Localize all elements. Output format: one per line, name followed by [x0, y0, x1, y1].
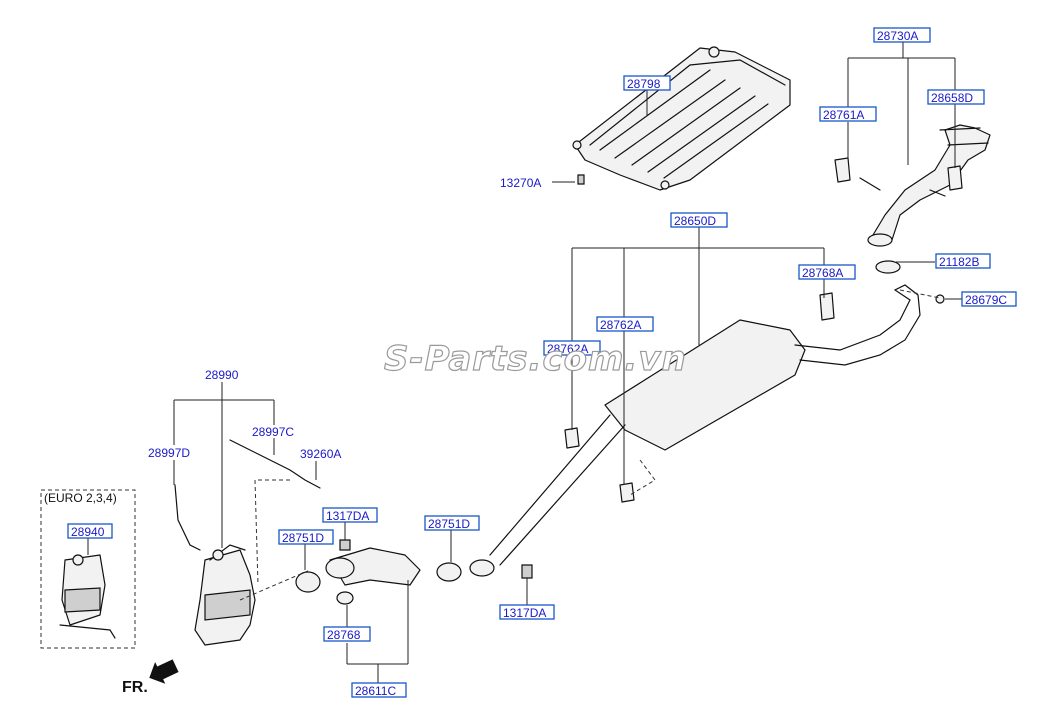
catalytic-converter-part [174, 439, 321, 646]
label-28768: 28768 [327, 628, 361, 642]
label-28730A: 28730A [877, 29, 918, 43]
label-39260A: 39260A [300, 447, 341, 461]
part-labels: 28730A 28798 28761A 28658D 13270A 28650D… [44, 27, 1017, 698]
label-21182B: 21182B [939, 255, 979, 269]
front-label: FR. [122, 679, 148, 696]
front-arrow-icon [149, 659, 179, 684]
label-28751D-left: 28751D [282, 531, 324, 545]
main-muffler-part [469, 284, 945, 577]
front-pipe-part [295, 539, 533, 605]
leader-lines [87, 42, 962, 683]
tail-pipe-part [834, 124, 991, 247]
label-28751D-right: 28751D [428, 517, 470, 531]
label-28997D: 28997D [148, 446, 190, 460]
label-28650D: 28650D [674, 214, 716, 228]
front-direction-marker: FR. [122, 659, 179, 696]
label-28611C: 28611C [355, 684, 396, 698]
label-13270A: 13270A [500, 176, 541, 190]
label-28940: 28940 [71, 525, 105, 539]
tail-gasket-part [875, 260, 901, 274]
label-28761A: 28761A [823, 108, 864, 122]
connector-dashes [239, 289, 941, 601]
label-28762A-lower: 28762A [547, 342, 588, 356]
label-28762A-upper: 28762A [600, 318, 641, 332]
label-28997C: 28997C [252, 425, 294, 439]
label-28990: 28990 [205, 368, 239, 382]
label-28798: 28798 [627, 77, 661, 91]
label-28768A: 28768A [802, 266, 843, 280]
watermark: S-Parts.com.vn [384, 339, 687, 379]
label-1317DA-lower: 1317DA [503, 606, 546, 620]
euro-converter-part [40, 489, 136, 649]
label-28658D: 28658D [931, 91, 973, 105]
label-1317DA-upper: 1317DA [326, 509, 369, 523]
label-28679C: 28679C [965, 293, 1007, 307]
euro-note: (EURO 2,3,4) [44, 491, 117, 505]
heat-protector-part [572, 46, 791, 191]
